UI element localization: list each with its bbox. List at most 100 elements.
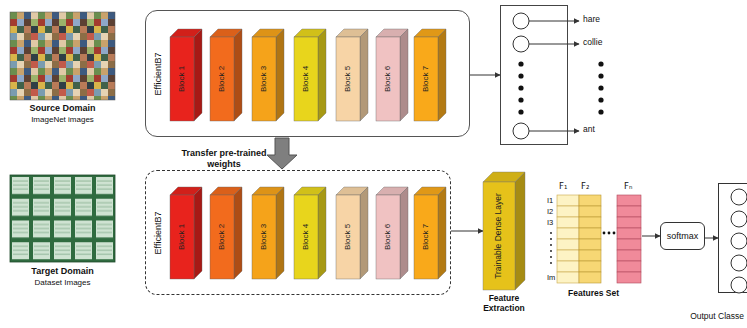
block-side-face — [276, 29, 284, 121]
ellipsis-dot — [518, 73, 523, 78]
block-layer: Block 1 — [170, 187, 202, 279]
neuron-arrow — [529, 131, 579, 132]
output-classes: Output Classe — [718, 183, 747, 293]
block-layer: Block 7 — [414, 187, 446, 279]
feature-cell — [617, 228, 641, 239]
ellipsis-dot — [603, 232, 606, 235]
feature-cell — [557, 217, 579, 228]
feature-cell — [617, 217, 641, 228]
feature-cell — [579, 250, 601, 261]
block-layer: Block 1 — [170, 29, 202, 121]
class-name: collie — [583, 38, 602, 48]
block-side-face — [234, 29, 242, 121]
domain-caption: Target Domain — [10, 266, 115, 277]
neuron — [731, 233, 747, 249]
feature-cell — [557, 261, 579, 272]
neuron-arrow — [529, 44, 579, 45]
ellipsis-dot — [550, 244, 552, 246]
block-front-face — [252, 37, 276, 121]
feature-cell — [617, 239, 641, 250]
ellipsis-dot — [613, 232, 616, 235]
feature-cell — [579, 272, 601, 283]
block-layer: Block 4 — [294, 187, 326, 279]
softmax-box: softmax — [660, 222, 705, 250]
ellipsis-dot — [550, 232, 552, 234]
feature-cell — [557, 228, 579, 239]
block-layer: Block 5 — [336, 187, 368, 279]
neuron — [513, 13, 529, 29]
block-side-face — [360, 29, 368, 121]
block-label: Block 3 — [259, 224, 268, 250]
neuron — [731, 189, 747, 205]
ellipsis-dot — [518, 97, 523, 102]
transfer-arrow — [267, 138, 297, 169]
feature-cell — [617, 206, 641, 217]
block-label: Block 2 — [217, 66, 226, 92]
block-front-face — [376, 37, 400, 121]
ellipsis-dot — [598, 73, 603, 78]
domain-caption: Dataset Images — [10, 278, 115, 288]
block-side-face — [400, 29, 408, 121]
output-layer: harecollieant — [500, 5, 568, 145]
source-image — [10, 12, 115, 100]
block-front-face — [294, 37, 318, 121]
block-front-face — [376, 195, 400, 279]
ellipsis-dot — [550, 250, 552, 252]
ellipsis-dot — [608, 232, 611, 235]
block-label: Block 7 — [421, 66, 430, 92]
block-layer: Block 6 — [376, 29, 408, 121]
block-label: Block 4 — [301, 224, 310, 250]
domain-caption: Source Domain — [10, 103, 115, 114]
dense-side-face — [515, 172, 525, 290]
feature-cell — [617, 195, 641, 206]
neuron — [731, 277, 747, 293]
row-label: I2 — [547, 207, 553, 216]
block-side-face — [318, 29, 326, 121]
feature-cell — [557, 272, 579, 283]
block-front-face — [252, 195, 276, 279]
feature-cell — [579, 228, 601, 239]
flow-arrow — [451, 231, 483, 232]
feature-header: F₁ — [559, 181, 567, 191]
block-front-face — [210, 195, 234, 279]
feature-header: Fₙ — [624, 181, 632, 191]
block-front-face — [170, 37, 194, 121]
model-container: EfficientB7Block 1Block 2Block 3Block 4B… — [145, 10, 470, 137]
flow-arrow — [642, 236, 660, 237]
ellipsis-dot — [518, 109, 523, 114]
ellipsis-dot — [598, 97, 603, 102]
neuron — [731, 211, 747, 227]
model-name: EfficientB7 — [153, 211, 163, 254]
ellipsis-dot — [598, 109, 603, 114]
dense-front-face — [483, 182, 515, 290]
target-image — [10, 175, 115, 262]
block-front-face — [414, 195, 438, 279]
stage-caption: Features Set — [545, 289, 642, 299]
block-front-face — [170, 195, 194, 279]
softmax-label: softmax — [667, 231, 699, 241]
block-layer: Block 7 — [414, 29, 446, 121]
class-name: hare — [583, 15, 600, 25]
class-neurons — [719, 184, 747, 294]
neuron — [513, 36, 529, 52]
row-label: I3 — [547, 218, 553, 227]
block-label: Block 1 — [177, 224, 186, 250]
feature-header: F₂ — [581, 181, 589, 191]
block-front-face — [294, 195, 318, 279]
dense-layer: Trainable Dense LayerFeature Extraction — [483, 172, 525, 290]
class-name: ant — [583, 125, 595, 135]
feature-cell — [579, 261, 601, 272]
block-side-face — [276, 187, 284, 279]
feature-cell — [557, 239, 579, 250]
ellipsis-dot — [550, 238, 552, 240]
model-container: EfficientB7Block 1Block 2Block 3Block 4B… — [145, 170, 451, 295]
edge-label: Transfer pre-trained weights — [172, 148, 276, 170]
feature-cell — [557, 250, 579, 261]
block-front-face — [210, 37, 234, 121]
block-label: Block 3 — [259, 66, 268, 92]
feature-cell — [617, 250, 641, 261]
neuron — [731, 255, 747, 271]
block-front-face — [336, 37, 360, 121]
neuron — [513, 123, 529, 139]
